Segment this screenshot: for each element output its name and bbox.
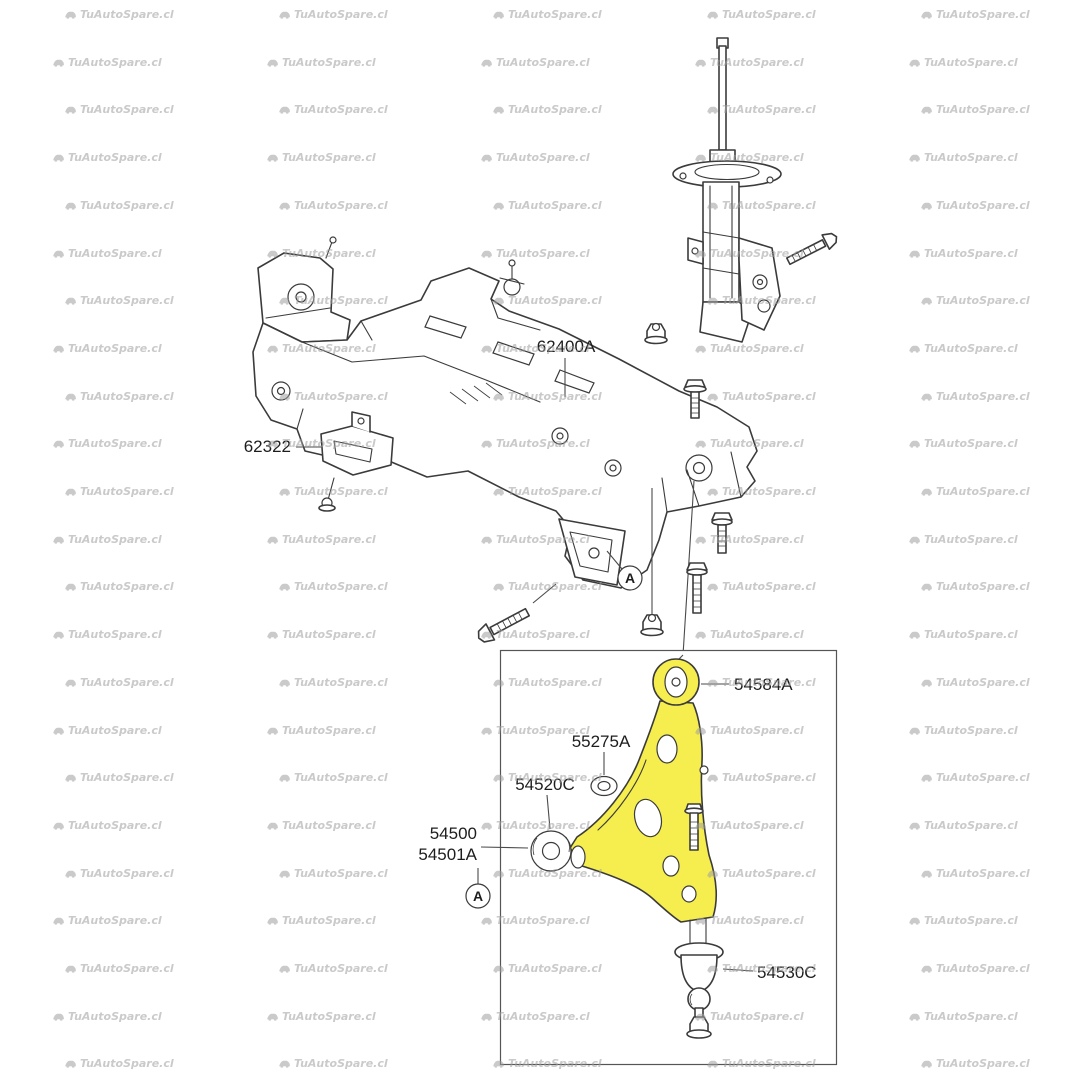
bracket-62322 [318,411,394,512]
strut-bolt [785,232,838,266]
marker-a-lower: A [465,868,491,909]
marker-a-upper: A [606,550,643,591]
flange-bolt-upper [683,379,707,419]
leader-bolt-diagonal [532,583,557,604]
strut-assembly [672,37,782,343]
bushing-54584A [652,658,700,706]
crossmember [252,236,758,589]
part-label-62400A: 62400A [537,337,596,356]
part-labels: 62400A 62322 54584A 55275A 54520C 54500 … [244,337,817,982]
bolt-diagonal [477,607,530,643]
part-label-54584A: 54584A [734,675,793,694]
flange-nut-lower [640,613,664,637]
marker-a-upper-label: A [625,570,635,586]
arm-bolt [684,803,704,851]
washer-55275A [590,775,618,797]
part-label-62322: 62322 [244,437,291,456]
flange-bolt-lower [686,562,708,614]
part-label-55275A: 55275A [572,732,631,751]
control-arm [569,700,717,923]
part-label-54520C: 54520C [515,775,575,794]
ball-joint-54530C [674,917,724,1039]
part-label-54530C: 54530C [757,963,817,982]
part-label-54501A: 54501A [418,845,477,864]
flange-bolt-mid [711,512,733,554]
bushing-54520C [530,830,572,872]
marker-a-lower-label: A [473,888,483,904]
part-label-54500: 54500 [430,824,477,843]
strut-nut [644,322,668,345]
